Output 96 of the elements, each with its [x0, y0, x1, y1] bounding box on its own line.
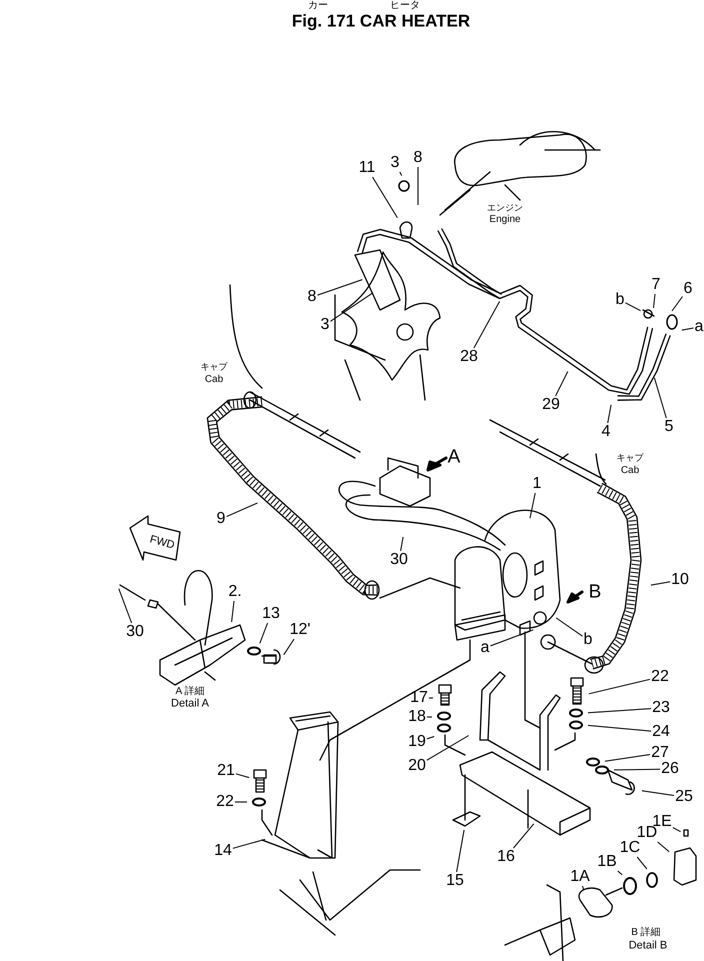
leader-line	[400, 536, 404, 552]
callout-number: 28	[459, 348, 479, 366]
callout-number: 8	[306, 288, 318, 306]
figure-title: Fig. 171 CAR HEATER	[292, 12, 470, 30]
callout-number: 5	[664, 418, 674, 436]
callout-number: 1B	[596, 853, 618, 871]
leader-line	[556, 617, 583, 637]
callout-number: 11	[358, 159, 376, 177]
leader-line	[283, 638, 295, 656]
callout-number: 13	[261, 605, 281, 623]
leader-line	[426, 735, 470, 761]
detail-label: Detail A	[171, 698, 209, 710]
leader-line	[118, 588, 132, 624]
leader-line	[232, 838, 266, 849]
leader-line	[636, 856, 648, 870]
callout-number: 12'	[288, 621, 312, 639]
leader-line	[513, 823, 534, 848]
callout-number: 23	[651, 699, 671, 717]
arrow-text: FWD	[148, 534, 176, 552]
callout-number: 15	[445, 872, 465, 890]
leader-line	[654, 377, 667, 418]
callout-number: 1A	[569, 868, 591, 886]
callout-number: 14	[213, 842, 233, 860]
callout-number: 22	[650, 668, 670, 686]
leader-line	[614, 768, 661, 770]
leader-line	[226, 502, 258, 518]
detail-label: Detail B	[628, 940, 668, 952]
leader-line	[588, 708, 652, 714]
leader-line	[641, 790, 675, 796]
leader-line	[259, 622, 268, 644]
callout-number: 21	[216, 762, 236, 780]
callout-number: b	[582, 631, 594, 649]
leader-line	[607, 404, 612, 424]
callout-number: 25	[674, 788, 694, 806]
callout-number: 1	[532, 475, 542, 493]
part-label: Cab	[204, 375, 224, 385]
callout-number: 24	[651, 723, 671, 741]
detail-label: A 詳細	[176, 687, 204, 697]
callout-number: 22	[215, 793, 235, 811]
leader-line	[426, 716, 432, 718]
callout-number: 2.	[227, 583, 243, 601]
view-letter: A	[448, 448, 460, 466]
callout-number: 10	[670, 571, 690, 589]
leader-line	[588, 678, 651, 694]
leader-line	[456, 829, 465, 872]
leader-line	[317, 279, 363, 296]
callout-number: 20	[407, 757, 427, 775]
callout-number: 3	[390, 154, 400, 172]
callout-number: 26	[660, 760, 680, 778]
callout-number: 30	[389, 551, 409, 569]
callout-number: a	[694, 318, 704, 336]
leader-line	[625, 302, 642, 312]
leader-line	[426, 736, 435, 740]
leader-line	[672, 296, 683, 312]
leader-line	[650, 581, 671, 586]
callout-number: 30	[125, 623, 145, 641]
callout-number: 18	[407, 708, 427, 726]
leader-line	[617, 870, 623, 876]
leader-line	[555, 371, 568, 396]
leader-line	[473, 300, 500, 348]
callout-number: 7	[650, 276, 662, 294]
leader-line	[235, 773, 250, 778]
leader-line	[231, 600, 234, 622]
leader-line	[588, 724, 652, 732]
leader-line	[653, 294, 656, 308]
title-reading: カー	[308, 1, 328, 11]
leader-line	[399, 172, 402, 176]
part-label: Cab	[620, 466, 640, 476]
callout-number: 3	[320, 316, 330, 334]
callout-number: 4	[600, 423, 612, 441]
callout-number: a	[480, 639, 490, 657]
part-label: エンジン	[487, 204, 523, 212]
leader-line	[604, 754, 651, 762]
callout-number: 19	[407, 733, 427, 751]
leader-line	[681, 328, 694, 331]
callout-number: 29	[541, 396, 561, 414]
callout-number: 16	[496, 848, 516, 866]
leader-line	[582, 886, 584, 891]
callout-number: 1C	[618, 839, 642, 857]
part-label: Engine	[489, 215, 521, 225]
leader-line	[672, 827, 682, 832]
leader-line	[530, 492, 536, 519]
callout-number: b	[614, 291, 626, 309]
callout-number: 8	[412, 149, 424, 167]
leader-line	[330, 292, 374, 322]
callout-number: 9	[216, 510, 226, 528]
part-label: キャブ	[200, 362, 228, 372]
leader-line	[372, 176, 398, 218]
part-label: キャブ	[616, 454, 644, 462]
view-letter: B	[588, 582, 602, 602]
leader-line	[490, 629, 534, 646]
detail-label: B 詳細	[631, 928, 661, 938]
callout-number: 27	[650, 744, 670, 762]
callout-number: 6	[682, 280, 694, 298]
leader-line	[657, 842, 670, 852]
title-reading: ヒータ	[390, 1, 420, 11]
